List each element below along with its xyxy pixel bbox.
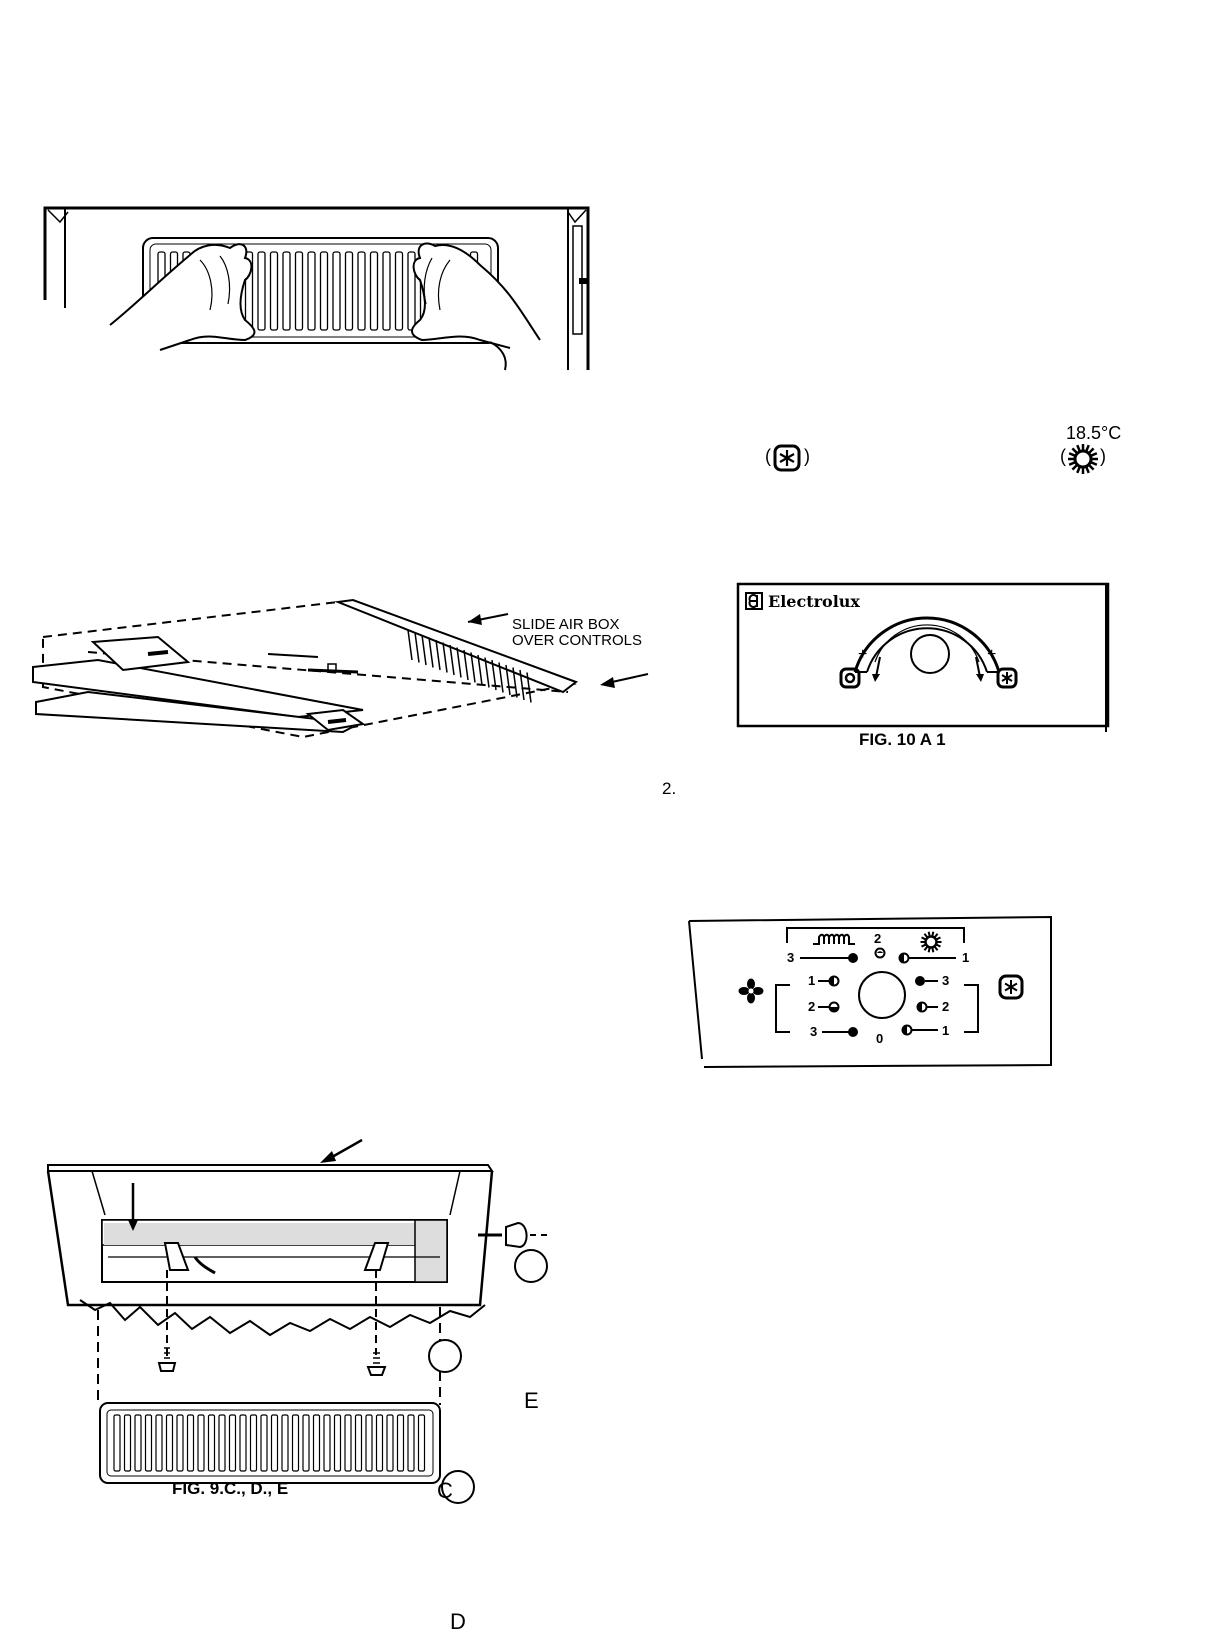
sun-icon	[1067, 443, 1099, 475]
grille-removal-drawing	[40, 200, 600, 375]
left-number-2: 2	[808, 999, 815, 1014]
left-number-3: 3	[810, 1024, 817, 1039]
label-c: C	[437, 1478, 453, 1504]
paren-close-left: )	[804, 446, 810, 467]
temperature-value: 18.5°C	[1066, 423, 1121, 444]
air-box-drawing	[28, 592, 658, 742]
heater-coil-icon	[811, 932, 861, 948]
top-number-1: 1	[962, 950, 969, 965]
figure-9: E C D FIG. 9.C., D., E	[40, 1135, 570, 1510]
figure-selector-panel: 3 2 1 1 2 3 3 2 1 0	[686, 915, 1056, 1070]
top-number-3: 3	[787, 950, 794, 965]
plus-right: +	[987, 646, 996, 664]
sun-icon	[920, 931, 942, 953]
snowflake-box-icon	[996, 667, 1018, 689]
electrolux-figure-caption: FIG. 10 A 1	[859, 730, 946, 746]
fan-icon	[738, 978, 764, 1004]
snowflake-box-icon	[773, 444, 801, 472]
label-e: E	[524, 1388, 539, 1414]
paren-close-right: )	[1100, 446, 1106, 467]
top-number-2: 2	[874, 931, 881, 946]
label-d: D	[450, 1609, 466, 1635]
right-number-2: 2	[942, 999, 949, 1014]
figure-electrolux-panel: Electrolux + + FIG. 10 A 1	[735, 582, 1113, 746]
electrolux-logo-icon	[745, 592, 763, 610]
right-number-3: 3	[942, 973, 949, 988]
figure-air-box: SLIDE AIR BOX OVER CONTROLS	[28, 592, 658, 742]
right-number-1: 1	[942, 1023, 949, 1038]
off-symbol-icon	[839, 667, 861, 689]
paren-open-right: (	[1060, 446, 1066, 467]
air-box-label-line2: OVER CONTROLS	[512, 633, 642, 648]
step-number: 2.	[662, 779, 676, 799]
left-number-1: 1	[808, 973, 815, 988]
figure-9-caption: FIG. 9.C., D., E	[172, 1479, 288, 1499]
plus-left: +	[858, 646, 867, 664]
paren-open-left: (	[765, 446, 771, 467]
bottom-number-0: 0	[876, 1031, 883, 1046]
air-box-label-line1: SLIDE AIR BOX	[512, 617, 620, 632]
electrolux-brand: Electrolux	[768, 592, 860, 611]
figure-grille-removal	[40, 200, 600, 375]
snowflake-box-icon	[998, 974, 1024, 1000]
